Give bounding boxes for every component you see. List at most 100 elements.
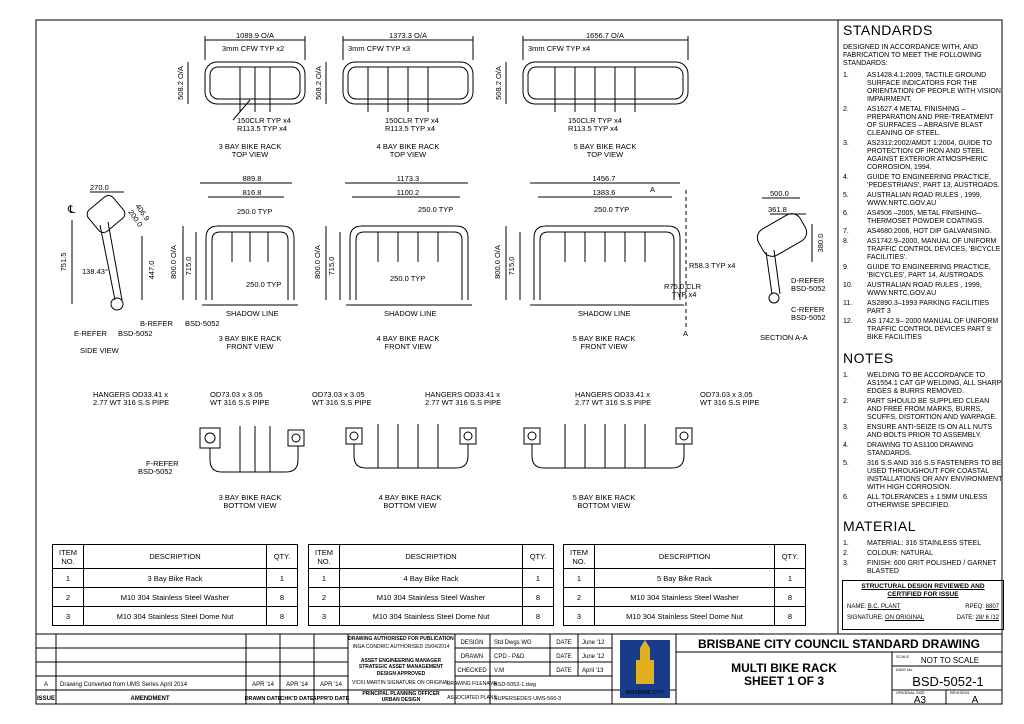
item-text: MATERIAL: 316 STAINLESS STEEL bbox=[867, 540, 982, 547]
tv3-clr: 150CLR TYP x4 bbox=[237, 116, 291, 125]
title-block-grid bbox=[36, 633, 1002, 704]
auth-line-3: ASSET ENGINEERING MANAGER bbox=[361, 658, 442, 664]
fv5-r75: R75.0 CLR bbox=[664, 282, 702, 291]
item-text: GUIDE TO ENGINEERING PRACTICE, 'PEDESTRI… bbox=[867, 174, 1000, 189]
structural-heading-2: CERTIFIED FOR ISSUE bbox=[887, 591, 959, 598]
bottom-view-3-bay bbox=[199, 426, 305, 473]
bv3-hang2: 2.77 WT 316 S.S PIPE bbox=[93, 398, 169, 407]
tv4-height: 508.2 O/A bbox=[314, 66, 323, 100]
item-number: 12. bbox=[843, 318, 853, 325]
auth-line-2: INGA CONDRIC AUTHORISED 15/04/2014 bbox=[353, 644, 450, 650]
date-value: 28/ 6 /12 bbox=[975, 615, 999, 621]
item-number: 9. bbox=[843, 264, 849, 271]
structural-signature-row: SIGNATURE: ON ORIGINAL DATE: 28/ 6 /12 bbox=[847, 615, 999, 621]
list-item: 1.WELDING TO BE ACCORDANCE TO AS1554.1 C… bbox=[843, 372, 1003, 396]
fv3-title2: FRONT VIEW bbox=[227, 342, 275, 351]
design-value: Std Dwgs WG bbox=[494, 640, 532, 646]
item-number: 10. bbox=[843, 282, 853, 289]
sec-cref: C-REFER bbox=[791, 305, 825, 314]
fv5-typ-top: 250.0 TYP bbox=[594, 205, 629, 214]
item-number: 5. bbox=[843, 192, 849, 199]
header-no-label: NO. bbox=[317, 556, 331, 566]
auth-line-1: DRAWING AUTHORISED FOR PUBLICATION bbox=[348, 636, 454, 642]
item-text: ALL TOLERANCES ± 1.5mm UNLESS OTHERWISE … bbox=[867, 494, 988, 509]
assoc-value: SUPERSEDES UMS-566-3 bbox=[494, 696, 561, 702]
cell-item: 3 bbox=[563, 606, 595, 626]
header-item-label: ITEM bbox=[315, 547, 333, 557]
drawn-date-label: DRAWN DATE bbox=[245, 696, 282, 702]
fv5-section-mark-top: A bbox=[650, 185, 655, 194]
item-number: 6. bbox=[843, 494, 849, 501]
bv3-title1: 3 BAY BIKE RACK bbox=[219, 493, 282, 502]
tv3-rad: R113.5 TYP x4 bbox=[237, 124, 287, 133]
checked-date-label: DATE bbox=[556, 668, 572, 674]
cell-description: 5 Bay Bike Rack bbox=[594, 568, 775, 588]
item-text: ENSURE ANTI-SEIZE IS ON ALL NUTS AND BOL… bbox=[867, 424, 992, 439]
rpeq-label: RPEQ: bbox=[965, 604, 984, 610]
item-text: WELDING TO BE ACCORDANCE TO AS1554.1 CAT… bbox=[867, 372, 1002, 395]
bottom-view-4-bay bbox=[345, 424, 477, 469]
rev-a-desc: Drawing Converted from UMS Series April … bbox=[60, 682, 188, 688]
item-number: 4. bbox=[843, 442, 849, 449]
item-text: AS2312:2002/AMDT 1:2004, GUIDE TO PROTEC… bbox=[867, 140, 992, 171]
item-text: COLOUR: NATURAL bbox=[867, 550, 933, 557]
checked-label: CHECKED bbox=[457, 668, 487, 674]
cell-qty: 8 bbox=[774, 587, 806, 607]
header-description: DESCRIPTION bbox=[339, 544, 523, 569]
cell-description: M10 304 Stainless Steel Washer bbox=[339, 587, 523, 607]
item-text: AS2890.3–1993 PARKING FACILITIES PART 3 bbox=[867, 300, 990, 315]
cell-qty: 1 bbox=[266, 568, 298, 588]
front-view-5-bay bbox=[505, 182, 687, 328]
auth-line-5: DESIGN APPROVED bbox=[377, 671, 426, 677]
sec-d3800: 380.0 bbox=[816, 234, 825, 253]
fv3-h2: 715.0 bbox=[184, 257, 193, 276]
drawn-date: June '12 bbox=[582, 654, 605, 660]
header-no-label: NO. bbox=[61, 556, 75, 566]
cell-item: 2 bbox=[308, 587, 340, 607]
cell-description: 3 Bay Bike Rack bbox=[83, 568, 267, 588]
side-bref: B-REFER bbox=[140, 319, 174, 328]
bv3-fref: F-REFER bbox=[146, 459, 179, 468]
tv4-clr: 150CLR TYP x4 bbox=[385, 116, 439, 125]
fv5-h1: 800.0 O/A bbox=[493, 245, 502, 279]
tv5-weld: 3mm CFW TYP x4 bbox=[528, 44, 590, 53]
fv4-title2: FRONT VIEW bbox=[385, 342, 433, 351]
item-number: 5. bbox=[843, 460, 849, 467]
cell-description: M10 304 Stainless Steel Dome Nut bbox=[339, 606, 523, 626]
item-number: 2. bbox=[843, 550, 849, 557]
auth-line-4: STRATEGIC ASSET MANAGEMENT bbox=[359, 664, 443, 670]
list-item: 3.FINISH: 600 GRIT POLISHED / GARNET BLA… bbox=[843, 560, 1003, 576]
structural-rpeq: RPEQ: 8807 bbox=[965, 604, 999, 610]
list-item: 6. ALL TOLERANCES ± 1.5mm UNLESS OTHERWIS… bbox=[843, 494, 1003, 510]
header-item-label: ITEM bbox=[570, 547, 588, 557]
tv4-overall: 1373.3 O/A bbox=[389, 31, 427, 40]
fv3-title1: 3 BAY BIKE RACK bbox=[219, 334, 282, 343]
fv5-shadow: SHADOW LINE bbox=[578, 309, 631, 318]
rev-a-letter: A bbox=[44, 682, 48, 688]
dwgno-label: DWG No. bbox=[896, 667, 913, 672]
fv4-d1: 1173.3 bbox=[397, 174, 419, 183]
filename-value: BSD-5052-1.dwg bbox=[494, 682, 536, 688]
tv3-title2: TOP VIEW bbox=[232, 150, 269, 159]
bv4-hang1: HANGERS OD33.41 x bbox=[425, 390, 500, 399]
front-view-4-bay bbox=[325, 182, 472, 306]
bv5-title1: 5 BAY BIKE RACK bbox=[573, 493, 636, 502]
structural-date: DATE: 28/ 6 /12 bbox=[957, 615, 999, 621]
bv4-od1: OD73.03 x 3.05 bbox=[312, 390, 365, 399]
cell-item: 1 bbox=[563, 568, 595, 588]
issue-label: ISSUE bbox=[37, 696, 55, 702]
logo-text: BRISBANE CITY bbox=[626, 690, 665, 696]
drawn-date-label-2: DATE bbox=[556, 654, 572, 660]
side-angle: 138.43° bbox=[82, 267, 108, 276]
auth-line-7: PRINCIPAL PLANNING OFFICER bbox=[362, 691, 440, 697]
